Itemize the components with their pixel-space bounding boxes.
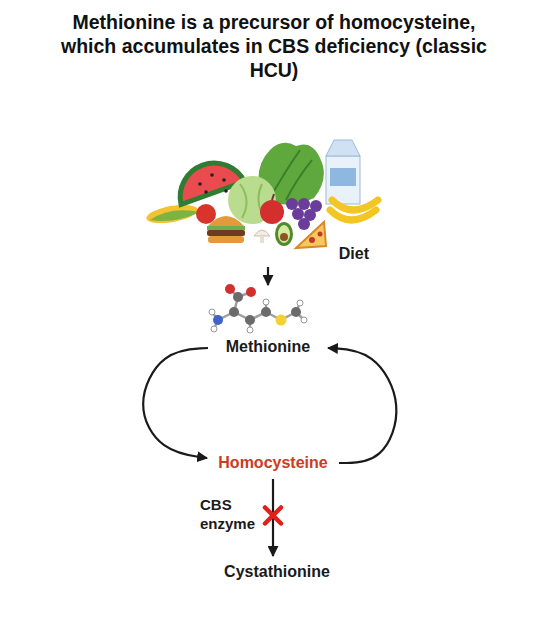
metabolite-node: Homocysteine bbox=[211, 450, 335, 476]
enzyme-label: CBS enzyme bbox=[198, 494, 257, 534]
node-label: Methionine bbox=[218, 337, 318, 357]
grapes bbox=[286, 198, 322, 230]
burger bbox=[207, 216, 245, 243]
title: Methionine is a precursor of homocystein… bbox=[44, 10, 504, 82]
corn bbox=[145, 202, 200, 227]
bananas bbox=[330, 200, 378, 220]
blocked-cross bbox=[265, 508, 281, 524]
avocado bbox=[275, 222, 293, 246]
milk-carton bbox=[326, 140, 360, 204]
node-label: Diet bbox=[339, 244, 369, 264]
methionine-molecule bbox=[209, 284, 307, 333]
node-label: Homocysteine bbox=[217, 453, 329, 473]
arrow-connector bbox=[267, 267, 269, 285]
arrow-connector bbox=[143, 348, 208, 458]
arrow-connector bbox=[328, 348, 396, 463]
metabolite-node: Cystathionine bbox=[217, 559, 337, 585]
apple bbox=[260, 194, 284, 224]
metabolite-node: Methionine bbox=[212, 287, 324, 360]
pizza-slice bbox=[296, 222, 326, 248]
node-label: Cystathionine bbox=[223, 562, 331, 582]
mushroom bbox=[254, 230, 270, 243]
diet-node: Diet bbox=[145, 122, 385, 266]
tomato bbox=[196, 204, 216, 224]
